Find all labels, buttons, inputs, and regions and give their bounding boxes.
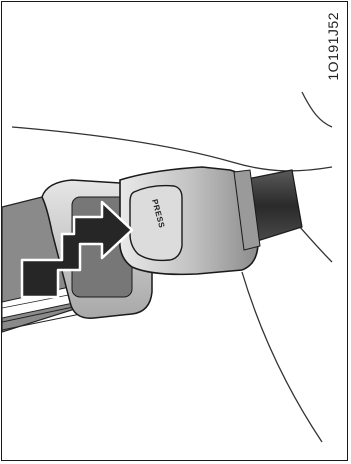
seat-belt-illustration: PRESS: [2, 2, 348, 461]
press-release-button[interactable]: PRESS: [130, 186, 182, 261]
seat-belt-buckle-icon: PRESS: [120, 167, 302, 274]
figure-code: 1O191J52: [325, 12, 341, 81]
